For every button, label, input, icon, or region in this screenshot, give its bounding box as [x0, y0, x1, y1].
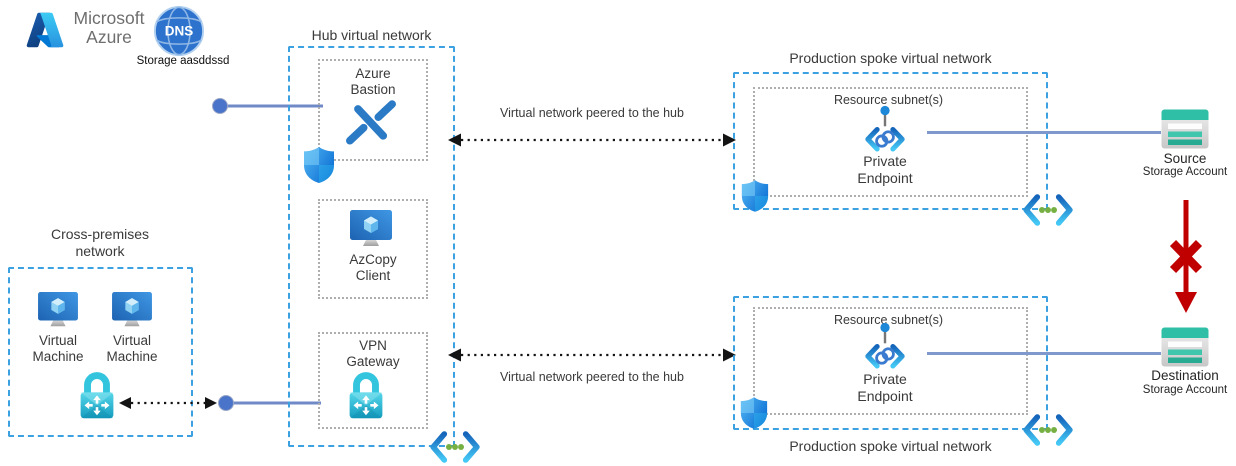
virtual-machine-icon — [111, 292, 153, 330]
spoke-top-title: Production spoke virtual network — [789, 50, 992, 66]
bastion-subnet-box — [318, 59, 428, 161]
brand-azure: Azure — [86, 27, 132, 47]
source-storage-type: Storage Account — [1142, 166, 1228, 178]
resource-subnet-label: Resource subnet(s) — [833, 93, 944, 107]
hub-title: Hub virtual network — [311, 27, 432, 43]
blocked-transfer-arrow — [1169, 200, 1203, 313]
spoke-top-network-box — [733, 72, 1048, 210]
azcopy-label: AzCopy Client — [349, 252, 397, 283]
virtual-network-icon — [429, 430, 481, 464]
spoke-bottom-network-box — [733, 296, 1048, 430]
private-endpoint-icon — [859, 322, 911, 372]
private-endpoint-label: Private Endpoint — [857, 371, 913, 404]
storage-caption: Storage aasddssd — [136, 55, 230, 67]
azure-logo-icon — [26, 12, 64, 48]
azcopy-client-icon — [349, 210, 393, 250]
vpn-gateway-subnet-box — [318, 332, 428, 429]
vpn-gateway-lock-icon — [345, 370, 387, 420]
brand-microsoft: Microsoft — [73, 8, 145, 28]
azcopy-subnet-box — [318, 199, 428, 299]
vpn-gateway-lock-icon — [76, 370, 118, 420]
bastion-connector-line — [212, 98, 323, 114]
vm-label: Virtual Machine — [106, 333, 158, 364]
destination-storage-name: Destination — [1151, 368, 1219, 383]
peering-label-top: Virtual network peered to the hub — [500, 106, 684, 120]
cross-premises-connection-arrow — [119, 397, 217, 409]
spoke-bottom-title: Production spoke virtual network — [789, 438, 992, 454]
virtual-machine-icon — [37, 292, 79, 330]
vpn-gateway-label: VPN Gateway — [346, 338, 400, 369]
spoke-bottom-subnet-box — [753, 307, 1028, 415]
vm-label: Virtual Machine — [32, 333, 84, 364]
endpoint-to-destination-line — [927, 352, 1161, 355]
endpoint-to-source-line — [927, 131, 1161, 134]
peering-arrow-top — [448, 133, 736, 147]
cross-premises-title: Cross-premises network — [50, 226, 149, 259]
vpn-connector-line — [218, 395, 321, 411]
source-storage-name: Source — [1163, 151, 1207, 166]
virtual-network-icon — [1022, 193, 1074, 227]
shield-icon — [740, 396, 768, 430]
destination-storage-icon — [1161, 327, 1209, 367]
shield-icon — [303, 146, 335, 184]
dns-icon: DNS — [153, 5, 205, 57]
peering-arrow-bottom — [448, 348, 736, 362]
dns-badge-label: DNS — [165, 23, 193, 38]
hub-network-box — [288, 46, 455, 447]
private-endpoint-label: Private Endpoint — [857, 153, 913, 186]
resource-subnet-label: Resource subnet(s) — [833, 313, 944, 327]
shield-icon — [741, 179, 769, 213]
peering-label-bottom: Virtual network peered to the hub — [500, 370, 684, 384]
spoke-top-subnet-box — [753, 87, 1028, 197]
destination-storage-type: Storage Account — [1142, 384, 1228, 396]
azure-bastion-icon — [344, 96, 398, 148]
cross-premises-network-box — [8, 267, 193, 437]
private-endpoint-icon — [859, 105, 911, 155]
bastion-label: Azure Bastion — [350, 66, 396, 97]
source-storage-icon — [1161, 109, 1209, 149]
